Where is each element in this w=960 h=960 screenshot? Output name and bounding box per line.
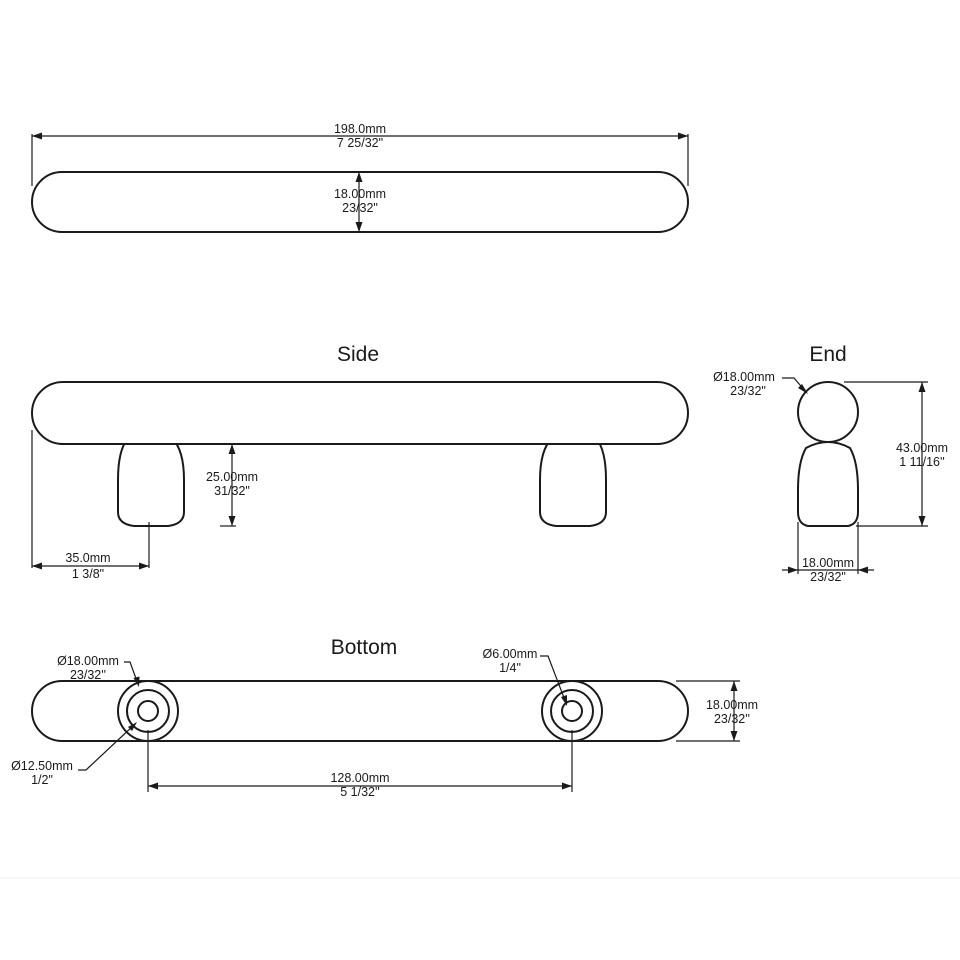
center-to-center-in: 5 1/32'' — [340, 785, 380, 799]
end-diameter-mm: Ø18.00mm — [713, 370, 775, 384]
post-height-in: 31/32" — [214, 484, 250, 498]
post-diameter-leader — [124, 661, 139, 685]
base-diameter-leader — [78, 724, 135, 771]
side-view-bar — [31, 381, 689, 445]
end-to-post-mm: 35.0mm — [65, 551, 110, 565]
end-width-in: 23/32" — [810, 570, 846, 584]
hole-diameter-leader — [540, 655, 567, 704]
end-view-bar-circle — [797, 381, 859, 443]
end-height-in: 1 11/16'' — [899, 455, 945, 469]
post-height-mm: 25.00mm — [206, 470, 258, 484]
bar-diameter-in: 23/32" — [342, 201, 378, 215]
bottom-right-post-hole — [561, 700, 583, 722]
end-width-mm: 18.00mm — [802, 556, 854, 570]
top-view: 198.0mm 7 25/32" 18.00mm 23/32" — [31, 122, 689, 233]
bar-diameter-mm: 18.00mm — [334, 187, 386, 201]
end-diameter-in: 23/32" — [730, 384, 766, 398]
hole-diameter-mm: Ø6.00mm — [483, 647, 538, 661]
bottom-bar-width-in: 23/32'' — [714, 712, 750, 726]
post-diameter-mm: Ø18.00mm — [57, 654, 119, 668]
end-view-post — [797, 441, 859, 527]
side-view-left-post — [117, 433, 185, 527]
end-view: End Ø18.00mm 23/32" 43.00mm 1 11/16'' 18… — [713, 343, 948, 584]
end-to-post-in: 1 3/8" — [72, 567, 104, 581]
end-height-mm: 43.00mm — [896, 441, 948, 455]
side-view-title: Side — [337, 343, 379, 366]
center-to-center-mm: 128.00mm — [330, 771, 389, 785]
post-diameter-in: 23/32'' — [70, 668, 106, 682]
base-diameter-mm: Ø12.50mm — [11, 759, 73, 773]
end-view-title: End — [809, 343, 846, 366]
bottom-view-title: Bottom — [331, 636, 398, 659]
bottom-bar-width-mm: 18.00mm — [706, 698, 758, 712]
bottom-view: Bottom Ø18.00mm 23/32'' Ø6.00mm 1/4" Ø12… — [11, 636, 758, 799]
bottom-left-post-hole — [137, 700, 159, 722]
side-view-right-post — [539, 433, 607, 527]
base-diameter-in: 1/2" — [31, 773, 53, 787]
top-view-bar — [31, 171, 689, 233]
overall-length-in: 7 25/32" — [337, 136, 383, 150]
overall-length-mm: 198.0mm — [334, 122, 386, 136]
hole-diameter-in: 1/4" — [499, 661, 521, 675]
bottom-view-bar — [31, 680, 689, 742]
side-view: Side 25.00mm 31/32" 35.0mm 1 3/8" — [31, 343, 689, 581]
